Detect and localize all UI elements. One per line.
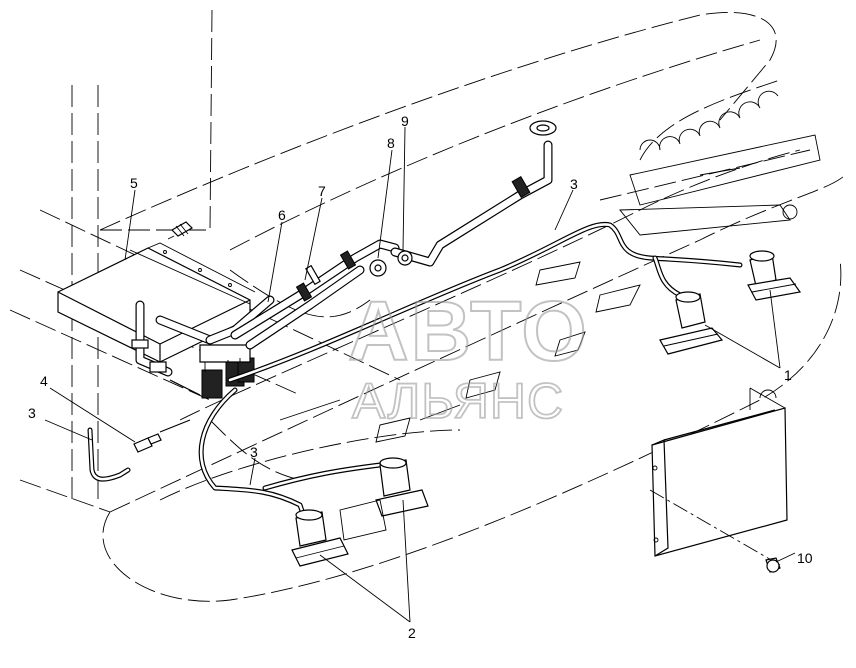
small-hoses (87, 221, 743, 523)
leader-lines (44, 126, 796, 623)
washer-nozzle-right-lower (659, 291, 724, 355)
callout-8: 8 (387, 135, 395, 151)
watermark: АВТО АЛЬЯНС (347, 283, 589, 430)
washer-nozzle-bottom-left (291, 509, 349, 567)
callout-7: 7 (318, 183, 326, 199)
hose-fitting (133, 419, 191, 453)
callout-5: 5 (130, 175, 138, 191)
screw-fastener-right (765, 557, 781, 573)
callout-labels: 1 2 3 3 3 4 5 6 7 8 9 10 (28, 113, 813, 641)
callout-2: 2 (408, 625, 416, 641)
callout-4: 4 (40, 373, 48, 389)
washer-nozzle-right-upper (747, 250, 802, 301)
callout-9: 9 (401, 113, 409, 129)
panel-scalloped-edge (619, 90, 821, 236)
callout-3-left: 3 (28, 405, 36, 421)
callout-6: 6 (278, 207, 286, 223)
coolant-pipe-assembly (230, 120, 557, 350)
callout-10: 10 (797, 550, 813, 566)
screw-fastener-left (167, 221, 193, 240)
washer-nozzle-bottom-right (339, 457, 429, 541)
callout-1: 1 (784, 367, 792, 383)
watermark-line-2: АЛЬЯНС (352, 373, 564, 429)
mounting-tabs (279, 261, 641, 443)
watermark-line-1: АВТО (348, 284, 589, 378)
cover-plate (649, 387, 788, 566)
heater-housing (57, 242, 256, 363)
callout-3-upper: 3 (570, 176, 578, 192)
callout-3-lower: 3 (250, 444, 258, 460)
